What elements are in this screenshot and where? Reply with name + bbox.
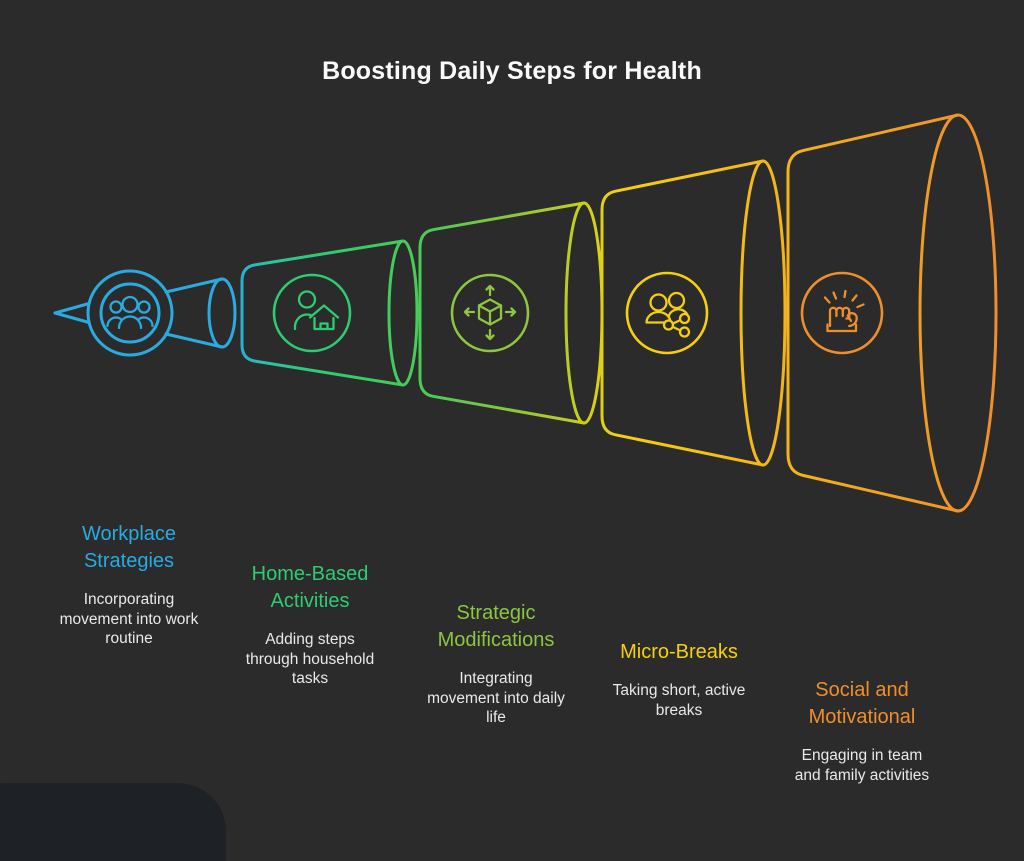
corner-shadow-blob (0, 783, 226, 861)
section-description: Incorporating movement into work routine (59, 591, 199, 647)
segment-ring-inner (99, 282, 161, 344)
section-label-micro-breaks: Micro-Breaks Taking short, active breaks (569, 639, 789, 720)
segment-ring-outer (86, 269, 174, 357)
section-heading: Social and Motivational (808, 679, 916, 728)
section-label-home-based-activities: Home-Based Activities Adding steps throu… (200, 561, 420, 689)
segment-mouth (739, 159, 787, 467)
funnel-tip (53, 302, 91, 324)
section-heading: Micro-Breaks (620, 641, 738, 663)
segment-mouth (564, 201, 604, 425)
section-description: Taking short, active breaks (612, 682, 746, 719)
person-home-icon (272, 273, 352, 353)
segment-mouth (207, 277, 237, 349)
funnel-segment-home-based-activities (240, 239, 419, 387)
segment-cone (600, 159, 765, 467)
cube-move-icon (450, 273, 530, 353)
section-label-strategic-modifications: Strategic Modifications Integrating move… (386, 600, 606, 728)
section-heading: Strategic Modifications (437, 602, 555, 651)
funnel-segment-workplace-strategies (53, 269, 237, 357)
section-heading: Workplace Strategies (81, 523, 177, 572)
section-description: Adding steps through household tasks (245, 631, 375, 687)
section-description: Integrating movement into daily life (427, 670, 565, 726)
segment-cone (786, 113, 960, 513)
section-label-social-motivational: Social and Motivational Engaging in team… (752, 677, 972, 785)
segment-cone (240, 239, 405, 387)
page-title: Boosting Daily Steps for Health (322, 57, 702, 85)
segment-cone (164, 277, 224, 349)
users-group-icon (106, 295, 154, 330)
section-label-workplace-strategies: Workplace Strategies Incorporating movem… (19, 521, 239, 649)
raised-fist-icon (800, 271, 884, 355)
section-heading: Home-Based Activities (251, 563, 369, 612)
segment-cone (418, 201, 586, 425)
segment-mouth (918, 113, 998, 513)
segment-mouth (387, 239, 419, 387)
section-description: Engaging in team and family activities (794, 747, 930, 784)
funnel-segment-social-motivational (786, 113, 998, 513)
funnel-segment-micro-breaks (600, 159, 787, 467)
people-network-icon (625, 271, 709, 355)
